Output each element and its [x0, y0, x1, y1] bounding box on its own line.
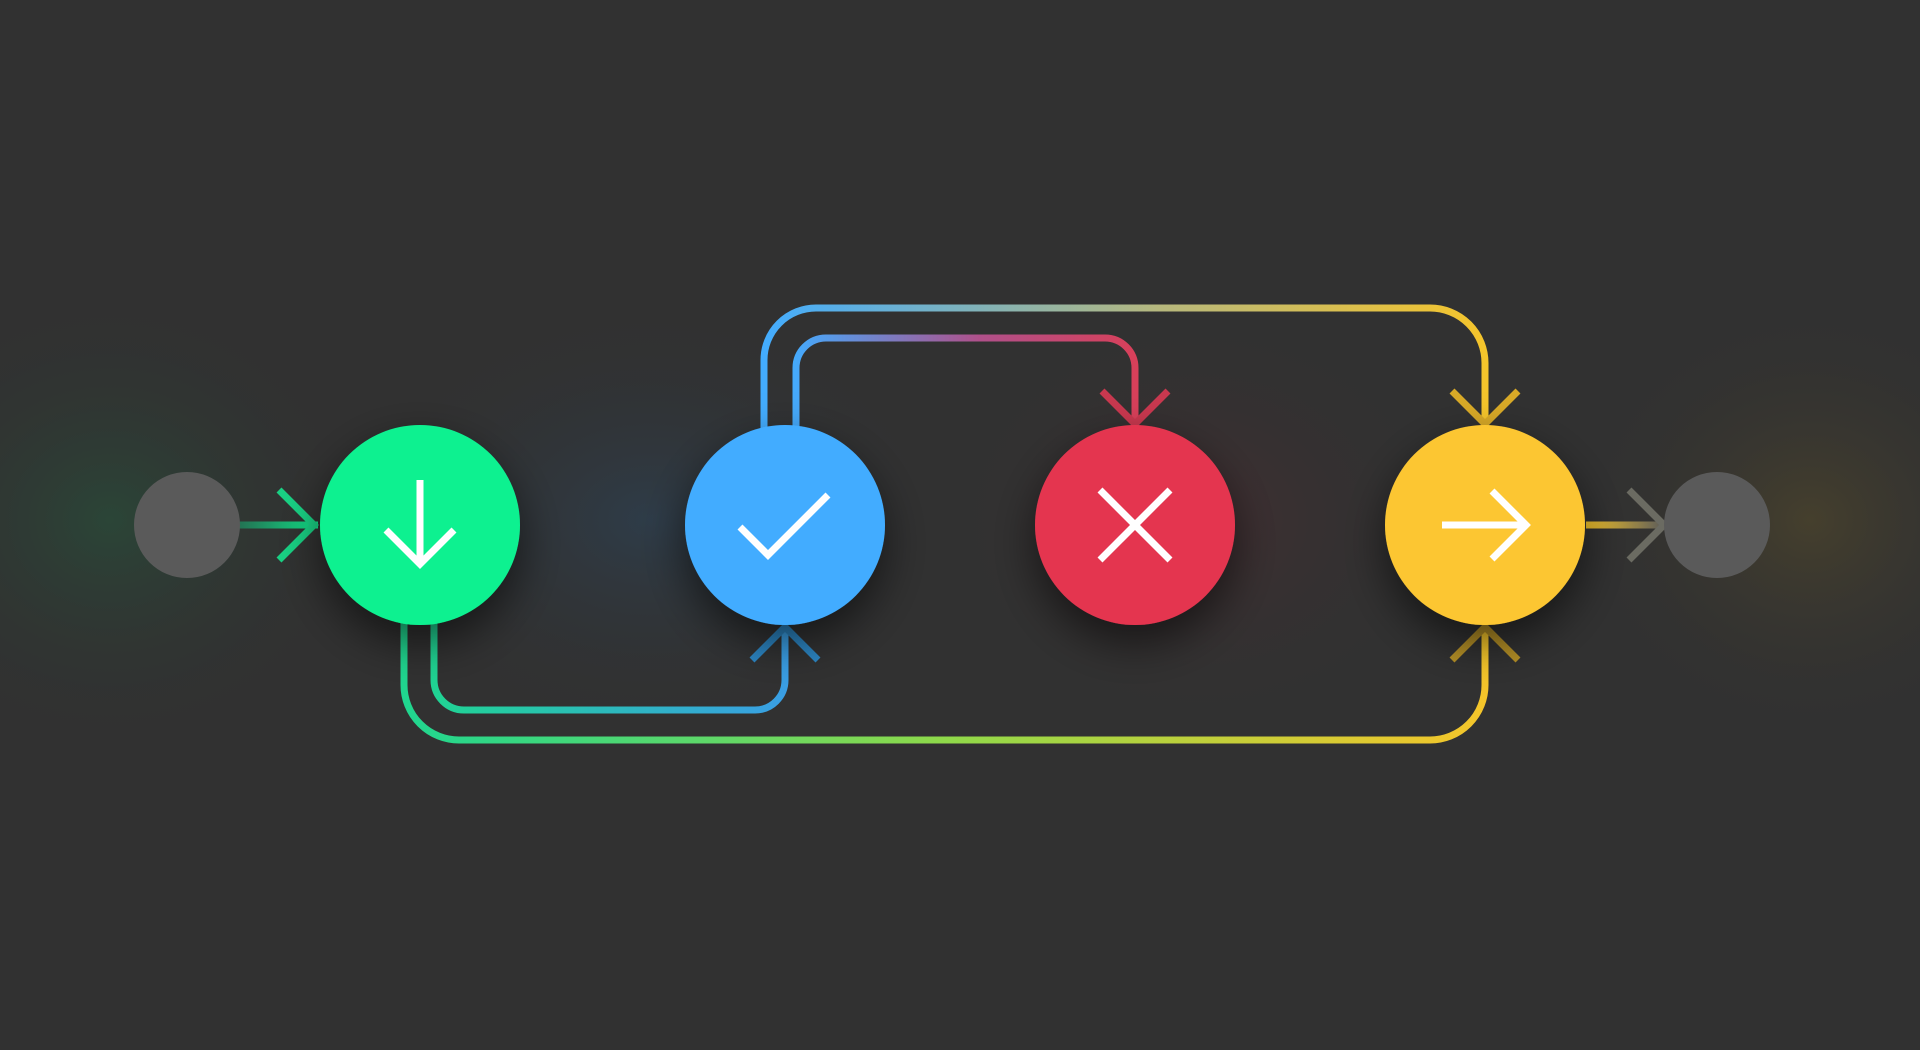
arrow-right-icon: [1442, 488, 1531, 562]
background-glows: [0, 290, 1920, 750]
arrowhead-start-download: [276, 487, 319, 563]
connectors: [238, 304, 1662, 744]
node-icons: [383, 480, 1531, 569]
arrowhead-download-approve: [749, 622, 821, 663]
arrowhead-approve-next: [1449, 388, 1521, 429]
start-terminal-node: [134, 472, 240, 578]
terminal-nodes: [134, 472, 1770, 578]
edge-approve-reject: [792, 334, 1139, 428]
arrow-down-icon: [383, 480, 457, 569]
checkmark-icon: [737, 492, 831, 560]
glow-blue: [350, 300, 950, 740]
arrowhead-download-next: [1449, 622, 1521, 663]
approve-node[interactable]: [685, 425, 885, 625]
edge-download-approve: [430, 622, 789, 714]
arrowhead-approve-reject: [1099, 388, 1171, 429]
edge-download-next: [400, 622, 1489, 744]
close-icon: [1097, 487, 1173, 563]
edge-approve-next: [760, 304, 1489, 428]
end-terminal-node: [1664, 472, 1770, 578]
